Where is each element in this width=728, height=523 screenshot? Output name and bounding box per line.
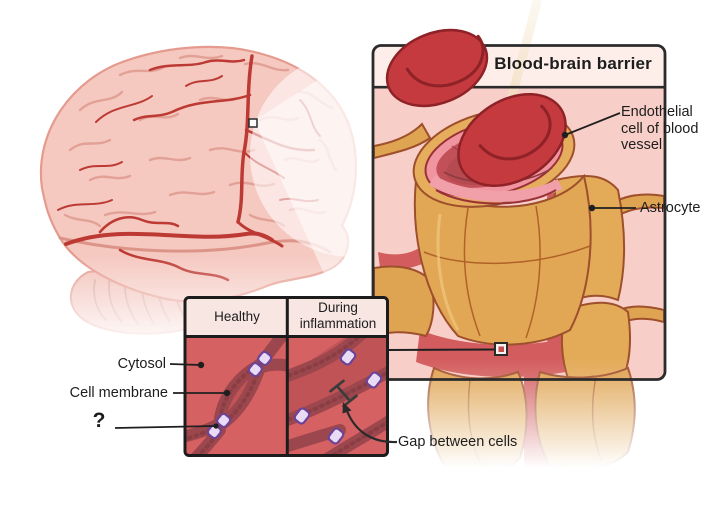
brain-zoom-square (248, 118, 258, 128)
widened-gap-region (288, 338, 387, 420)
astrocyte-endfeet-lower (427, 366, 636, 475)
rim-front (428, 175, 563, 202)
separated-tight-junctions (293, 348, 383, 445)
inset-leader-lines (114, 363, 227, 429)
label-unknown-marker: ? (92, 409, 106, 432)
red-blood-cell-in-vessel (457, 92, 567, 188)
astrocyte-endfoot-left (374, 265, 435, 338)
label-gap-between-cells: Gap between cells (398, 434, 518, 450)
inflammation-cell-art (288, 338, 387, 455)
bbb-panel-border (371, 44, 667, 381)
tight-junction-pair (206, 350, 273, 440)
inset-connector-line (387, 348, 497, 351)
vessel-scene (374, 92, 664, 475)
label-cytosol: Cytosol (117, 356, 166, 372)
inset-panel-border (183, 296, 389, 457)
panel-leader-lines (564, 112, 636, 209)
label-cell-membrane: Cell membrane (69, 385, 168, 401)
label-endothelial-cell: Endothelial cell of blood vessel (621, 104, 699, 153)
label-astrocyte: Astrocyte (640, 200, 701, 216)
panel-title: Blood-brain barrier (494, 54, 652, 73)
inset-panel (114, 296, 398, 457)
inset-header-healthy: Healthy (214, 309, 260, 324)
inset-header-inflammation: During inflammation (299, 300, 377, 331)
gap-arrow (342, 402, 398, 444)
red-blood-cell-top (385, 28, 489, 108)
panel-zoom-square (494, 342, 508, 356)
gap-measure-ibeam (329, 379, 358, 408)
bbb-panel (371, 0, 667, 475)
